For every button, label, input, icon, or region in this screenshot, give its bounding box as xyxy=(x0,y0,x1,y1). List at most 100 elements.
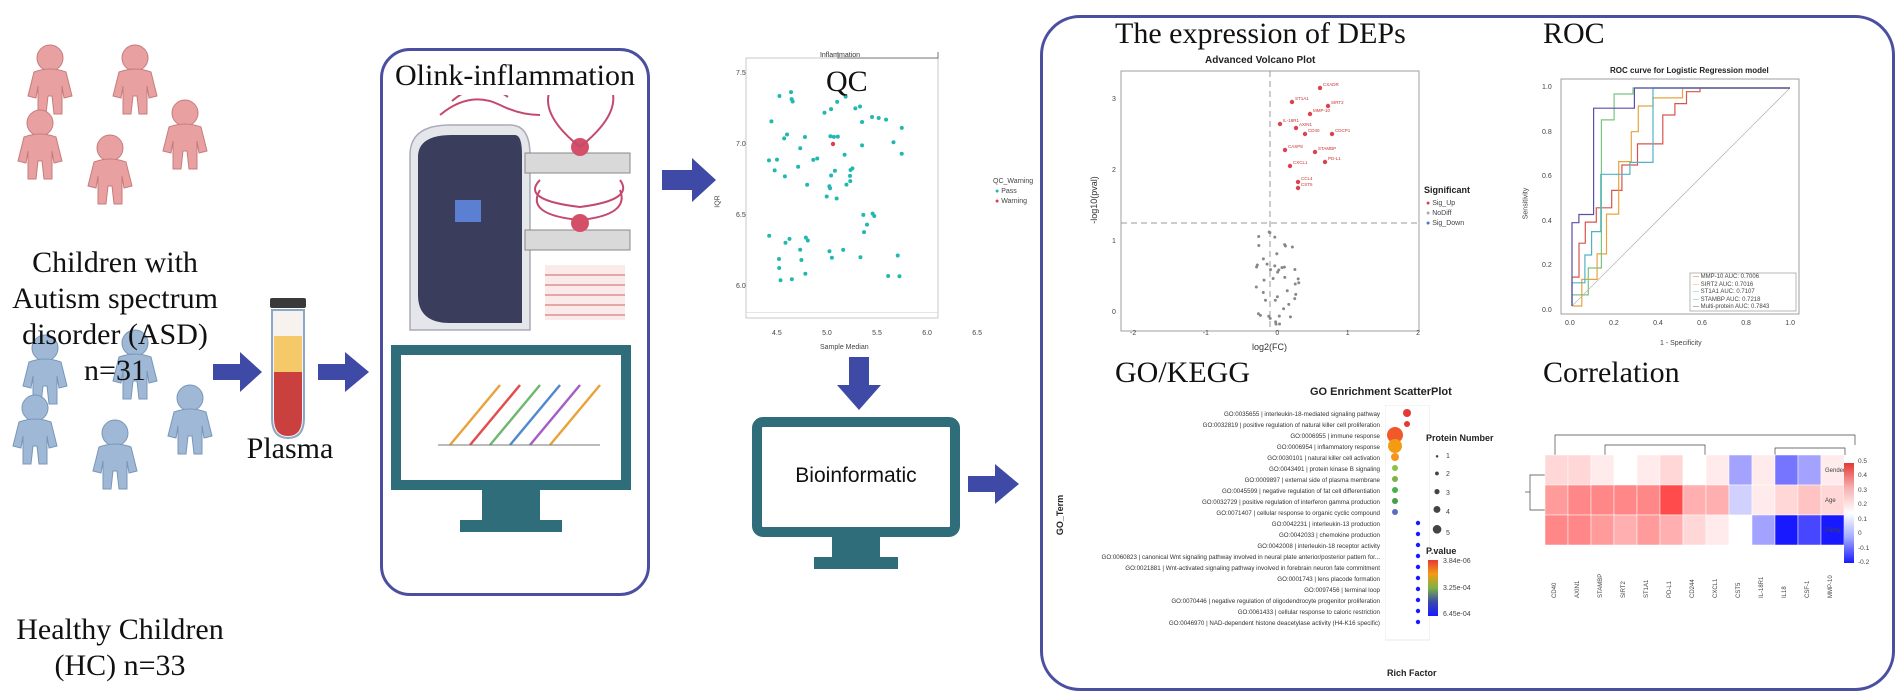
gokegg-title: GO/KEGG xyxy=(1115,356,1250,389)
roc-legend-label: ST1A1 AUC: 0.7107 xyxy=(1700,289,1755,295)
go-term-label: GO:0045599 | negative regulation of fat … xyxy=(1221,488,1380,495)
volcano-point-nodiff xyxy=(1288,315,1292,319)
go-color-legend: 3.84e-06 3.25e-04 6.45e-04 xyxy=(1443,558,1471,618)
volcano-gene-label: PD-L1 xyxy=(1328,156,1341,161)
qc-point xyxy=(829,107,834,112)
volcano-xtick: 0 xyxy=(1275,330,1280,337)
size-legend-item: ● 5 xyxy=(1430,518,1450,540)
roc-legend-label: Multi-protein AUC: 0.7843 xyxy=(1700,304,1770,310)
roc-ytick: 0.4 xyxy=(1542,217,1552,225)
qc-point xyxy=(782,136,787,141)
qc-point xyxy=(899,125,904,130)
qc-point xyxy=(860,120,865,125)
qc-point xyxy=(777,265,782,270)
volcano-gene-label: IL-18R1 xyxy=(1283,118,1300,123)
qc-point xyxy=(876,115,881,120)
volcano-point-nodiff xyxy=(1268,231,1272,235)
size-legend-item: ● 4 xyxy=(1432,501,1450,518)
roc-plot xyxy=(1560,78,1800,315)
qc-point xyxy=(860,143,865,148)
volcano-xtick: -2 xyxy=(1130,330,1137,337)
heatmap-cell xyxy=(1659,454,1684,486)
roc-xtick: 0.0 xyxy=(1565,320,1575,327)
volcano-gene-label: ST1A1 xyxy=(1295,96,1309,101)
heatmap-cell xyxy=(1544,514,1569,546)
volcano-xtick: 2 xyxy=(1416,330,1420,337)
go-point xyxy=(1415,597,1421,603)
volcano-point-nodiff xyxy=(1263,298,1267,302)
go-point xyxy=(1392,509,1398,515)
heatmap-col-label: CD244 xyxy=(1690,579,1696,598)
qc-point xyxy=(895,253,900,258)
heatmap-row-label: Parity xyxy=(1825,528,1841,534)
heatmap-cell xyxy=(1590,484,1615,516)
qc-point xyxy=(850,166,855,171)
heatmap-cell xyxy=(1682,454,1707,486)
legend-label: Sig_Down xyxy=(1432,220,1465,227)
heatmap-scale-label: 0.1 xyxy=(1858,515,1868,523)
qc-point xyxy=(848,179,853,184)
volcano-point-nodiff xyxy=(1273,298,1277,302)
go-term-label: GO:0001743 | lens placode formation xyxy=(1277,576,1380,583)
volcano-point-nodiff xyxy=(1261,290,1265,294)
volcano-point-up xyxy=(1287,163,1293,169)
qc-point xyxy=(884,117,889,122)
size-legend-item: ● 2 xyxy=(1434,468,1450,478)
qc-point xyxy=(897,274,902,279)
deps-title: The expression of DEPs xyxy=(1115,17,1406,50)
qc-point xyxy=(827,184,832,189)
volcano-gene-label: CST5 xyxy=(1301,182,1313,187)
volcano-point-nodiff xyxy=(1268,316,1272,320)
heatmap-col-label: ST1A1 xyxy=(1644,579,1650,598)
qc-xticks: 4.5 5.0 5.5 6.0 6.5 xyxy=(772,330,982,337)
qc-point xyxy=(891,140,896,145)
qc-point xyxy=(835,134,840,139)
volcano-point-nodiff xyxy=(1283,244,1287,248)
qc-point xyxy=(827,249,832,254)
heatmap-scale-label: 0.5 xyxy=(1858,458,1868,465)
go-point xyxy=(1415,542,1421,548)
qc-point xyxy=(787,236,792,241)
heatmap-scale-label: 0.4 xyxy=(1858,472,1868,480)
qc-points xyxy=(766,90,904,283)
volcano-point-nodiff xyxy=(1274,320,1278,324)
qc-point xyxy=(844,182,849,187)
qc-point xyxy=(870,115,875,120)
qc-point xyxy=(824,194,829,199)
volcano-ylabel: -log10(pval) xyxy=(1088,176,1099,224)
heatmap-cell xyxy=(1544,454,1569,486)
roc-legend-label: MMP-10 AUC: 0.7006 xyxy=(1700,274,1760,280)
arrow-right-icon xyxy=(213,352,262,392)
heatmap-cell xyxy=(1797,514,1822,546)
pcr-chip-icon xyxy=(524,179,631,251)
roc-xtick: 0.2 xyxy=(1609,320,1619,327)
plasma-tube-icon xyxy=(270,298,306,440)
roc-legend-label: SIRT2 AUC: 0.7016 xyxy=(1700,281,1754,288)
qc-yticks: 7.5 7.0 6.5 6.0 xyxy=(736,70,746,290)
size-legend-label: 1 xyxy=(1445,453,1450,460)
roc-ytick: 0.8 xyxy=(1542,128,1552,136)
roc-ytick: 0.6 xyxy=(1542,173,1552,181)
roc-curve xyxy=(1571,87,1790,306)
roc-ylabel: Sensitivity xyxy=(1522,187,1530,220)
qc-point xyxy=(822,110,827,115)
qc-point xyxy=(769,119,774,124)
qc-point xyxy=(777,93,782,98)
roc-legend-item: — STAMBP AUC: 0.7218 xyxy=(1693,296,1761,303)
go-points xyxy=(1387,409,1421,625)
go-term-label: GO:0070446 | negative regulation of olig… xyxy=(1171,598,1380,605)
volcano-point-up xyxy=(1317,85,1323,91)
qc-xtick: 6.0 xyxy=(922,330,932,337)
heatmap-cell xyxy=(1774,454,1799,486)
qc-title: QC xyxy=(826,65,868,98)
roc-ytick: 1.0 xyxy=(1542,84,1552,91)
qc-point xyxy=(862,230,867,235)
qc-point xyxy=(805,238,810,243)
qc-point xyxy=(798,146,803,151)
heatmap-col-label: CXCL1 xyxy=(1713,578,1719,598)
qc-point xyxy=(842,152,847,157)
heatmap-col-label: CD40 xyxy=(1552,582,1558,598)
heatmap-cell xyxy=(1728,484,1753,516)
